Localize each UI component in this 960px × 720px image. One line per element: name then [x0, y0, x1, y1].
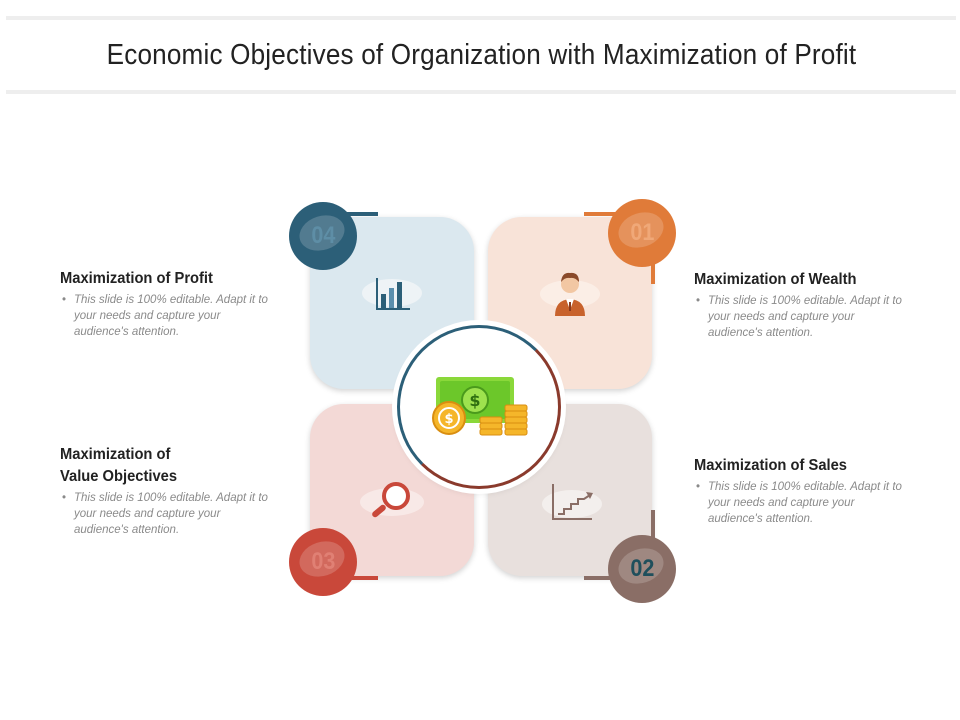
item-value: Maximization of Value Objectives This sl… — [60, 444, 270, 538]
page-title: Economic Objectives of Organization with… — [106, 38, 856, 71]
item-value-title-line2: Value Objectives — [60, 468, 178, 485]
item-value-title: Maximization of Value Objectives — [60, 444, 253, 488]
item-wealth-title: Maximization of Wealth — [694, 271, 857, 288]
money-coins-icon: $ $ — [430, 373, 530, 446]
businessman-icon — [538, 266, 602, 325]
badge-01-label: 01 — [629, 219, 655, 246]
growth-chart-icon — [538, 478, 604, 531]
svg-text:$: $ — [444, 412, 453, 427]
item-sales-title: Maximization of Sales — [694, 457, 847, 474]
badge-02-label: 02 — [629, 555, 655, 582]
item-sales-desc: This slide is 100% editable. Adapt it to… — [694, 479, 904, 527]
badge-03-label: 03 — [310, 548, 336, 575]
tab-01-top — [584, 212, 622, 216]
tab-01-side — [651, 250, 655, 284]
item-value-title-line1: Maximization of — [60, 446, 171, 463]
tab-03 — [340, 576, 378, 580]
item-profit: Maximization of Profit This slide is 100… — [60, 268, 270, 340]
item-wealth: Maximization of Wealth This slide is 100… — [694, 269, 904, 341]
tab-02-side — [651, 510, 655, 544]
title-bar: Economic Objectives of Organization with… — [6, 16, 956, 94]
bar-chart-icon — [360, 268, 424, 323]
badge-03: 03 — [289, 528, 357, 596]
item-value-desc: This slide is 100% editable. Adapt it to… — [60, 490, 270, 538]
item-wealth-desc: This slide is 100% editable. Adapt it to… — [694, 293, 904, 341]
svg-text:$: $ — [469, 391, 480, 410]
tab-04 — [340, 212, 378, 216]
item-profit-title: Maximization of Profit — [60, 270, 213, 287]
badge-01: 01 — [608, 199, 676, 267]
tab-02-bottom — [584, 576, 622, 580]
item-sales: Maximization of Sales This slide is 100%… — [694, 455, 904, 527]
badge-02: 02 — [608, 535, 676, 603]
magnifier-icon — [356, 474, 426, 533]
badge-04: 04 — [289, 202, 357, 270]
badge-04-label: 04 — [310, 222, 336, 249]
item-profit-desc: This slide is 100% editable. Adapt it to… — [60, 292, 270, 340]
